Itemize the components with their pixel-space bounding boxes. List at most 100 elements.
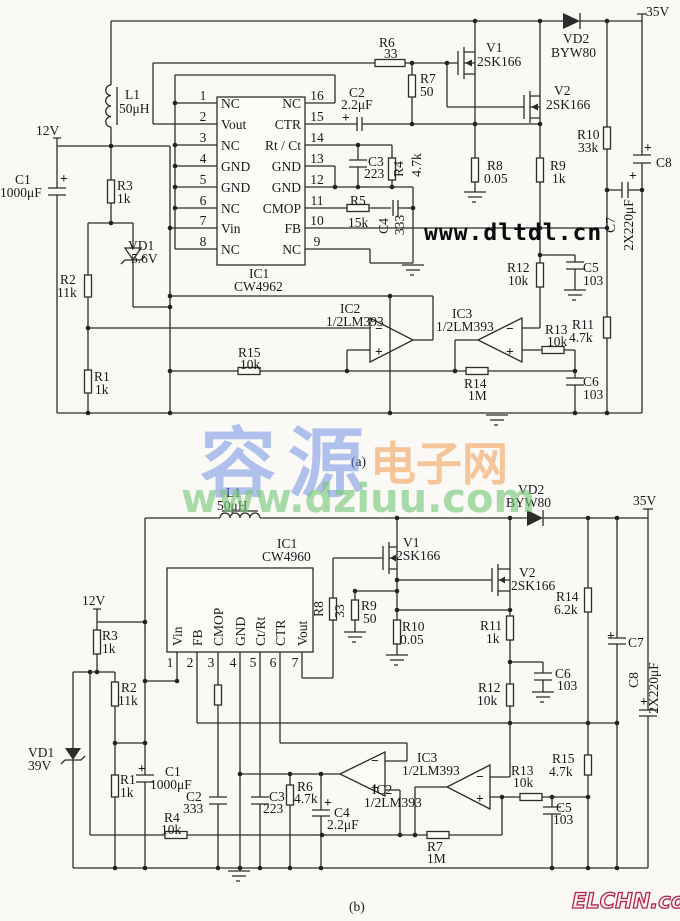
b-r11-body (505, 615, 515, 641)
b-ic3-minus: − (476, 769, 484, 784)
b-r6-ref: R6 (297, 779, 313, 794)
b-r10-val: 0.05 (400, 632, 424, 647)
a-r11-ref: R11 (572, 317, 594, 332)
a-r15-body (237, 366, 261, 376)
b-r10-body (392, 619, 402, 645)
b-r9-body (350, 599, 360, 621)
b-vd1-val: 39V (28, 758, 52, 773)
b-r6-body (285, 784, 295, 806)
b-c7-plus: + (607, 628, 615, 643)
a-r12-ref: R12 (507, 260, 530, 275)
b-c8-ref: C8 (626, 672, 641, 688)
a-c8-plus: + (644, 140, 652, 155)
a-r5-body (346, 203, 370, 213)
a-r2-ref: R2 (60, 272, 76, 287)
caption-b: (b) (349, 899, 365, 914)
a-c4-ref: C4 (376, 218, 391, 234)
b-r2-ref: R2 (121, 680, 137, 695)
b-r1-ref: R1 (120, 772, 136, 787)
b-ic2-minus: − (371, 753, 379, 768)
a-r9-body (535, 157, 545, 183)
a-l1-val: 50μH (119, 101, 150, 116)
a-v2-ref: V2 (554, 83, 571, 98)
b-r8-ref: R8 (311, 601, 326, 617)
a-r12-body (535, 262, 545, 288)
b-l1-val: 50μH (217, 498, 248, 513)
b-r7-body (426, 830, 450, 840)
b-r9-val: 50 (363, 611, 377, 626)
a-r4-ref: R4 (391, 161, 406, 177)
a-pin6-name: NC (221, 201, 240, 216)
a-r8-val: 0.05 (484, 171, 508, 186)
a-vd2-diode-icon (563, 13, 580, 29)
a-c6-ref: C6 (583, 374, 599, 389)
a-r10-ref: R10 (577, 127, 600, 142)
a-pin8-name: NC (221, 242, 240, 257)
b-r15-body (583, 754, 593, 776)
a-c3-val: 223 (364, 166, 385, 181)
b-c6-val: 103 (557, 678, 578, 693)
a-pin1-num: 1 (200, 88, 207, 103)
a-pin5-num: 5 (200, 172, 207, 187)
a-ic3-plus: + (506, 344, 514, 359)
a-r9-ref: R9 (550, 158, 566, 173)
a-vd2-val: BYW80 (551, 45, 596, 60)
a-vd1-val: 5.6V (131, 251, 158, 266)
b-c5-val: 103 (553, 812, 574, 827)
b-pin4-num: 4 (230, 655, 237, 670)
a-r8-body (470, 157, 480, 183)
b-r15-ref: R15 (552, 751, 575, 766)
a-v1-arrow-icon (465, 59, 472, 67)
b-r3-body (92, 629, 102, 655)
a-r13-body (541, 345, 565, 355)
b-v2-arrow-icon (499, 576, 505, 584)
b-ic2-plus: + (371, 780, 379, 795)
b-r10-ref: R10 (402, 619, 425, 634)
b-pin1-num: 1 (167, 655, 174, 670)
a-vd2-ref: VD2 (563, 31, 589, 46)
a-c7-ref: C7 (603, 217, 618, 233)
b-l1-inductor-icon (219, 512, 261, 519)
a-c7-plus: + (629, 168, 637, 183)
b-c5-ref: C5 (556, 800, 572, 815)
b-ic2-ref: IC2 (372, 782, 392, 797)
b-pin2-num: 2 (187, 655, 194, 670)
b-v2-val: 2SK166 (511, 578, 556, 593)
a-vd1-zener-icon (123, 247, 143, 262)
a-pin16-name: NC (282, 96, 301, 111)
b-pin3-name: CMOP (211, 608, 226, 646)
b-v2-ref: V2 (519, 565, 536, 580)
b-r15-val: 4.7k (549, 764, 573, 779)
a-pin9-num: 9 (314, 234, 321, 249)
a-r2-val: 11k (57, 285, 77, 300)
circuit-a-labels: 35VVD2BYW80V12SK166V22SK166R633R750L150μ… (0, 4, 672, 403)
a-c2-val: 2.2μF (341, 97, 373, 112)
a-pin1-name: NC (221, 96, 240, 111)
b-35v: 35V (633, 493, 657, 508)
b-r4-body (164, 830, 188, 840)
a-v2-arrow-icon (531, 103, 538, 111)
a-pin14-name: Rt / Ct (265, 138, 301, 153)
a-ic2-minus: − (375, 321, 383, 336)
a-c7-val: 2X220μF (621, 199, 636, 251)
b-12v: 12V (82, 593, 106, 608)
a-c1-val: 1000μF (0, 185, 42, 200)
b-ic3-val: 1/2LM393 (402, 763, 460, 778)
b-ic1-box (166, 567, 314, 653)
b-r7-ref: R7 (427, 839, 443, 854)
a-r6-body (374, 58, 406, 68)
b-c7-ref: C7 (628, 635, 644, 650)
a-r9-val: 1k (552, 171, 566, 186)
b-pin7-num: 7 (292, 655, 299, 670)
a-pin4-name: GND (221, 159, 250, 174)
b-ic3-plus: + (476, 791, 484, 806)
a-r13-val: 10k (547, 334, 568, 349)
a-pin13-num: 13 (310, 151, 324, 166)
a-ic1-box (216, 96, 306, 266)
b-r13-body (519, 792, 543, 802)
b-c4-plus: + (324, 795, 332, 810)
b-r4-val: 10k (161, 822, 182, 837)
b-wires (60, 508, 657, 882)
a-pin3-name: NC (221, 138, 240, 153)
